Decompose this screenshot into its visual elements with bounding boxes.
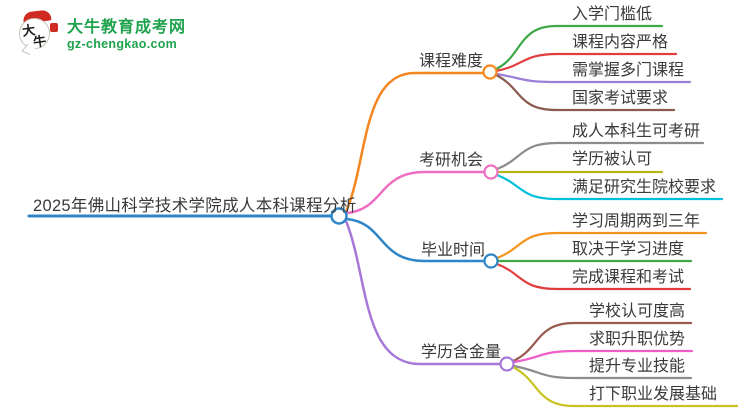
leaf-label[interactable]: 完成课程和考试	[572, 269, 685, 286]
connector-course-difficulty	[344, 71, 486, 214]
leaf-underline	[494, 73, 676, 112]
branch-label-postgrad-opportunity[interactable]: 考研机会	[419, 152, 484, 169]
branch-label-graduation-time[interactable]: 毕业时间	[421, 242, 486, 259]
leaf-underline	[494, 52, 678, 73]
leaf-label[interactable]: 需掌握多门课程	[572, 62, 685, 79]
leaf-underline	[494, 24, 664, 71]
branch-node-handle-postgrad-opportunity[interactable]	[483, 164, 499, 180]
site-logo[interactable]: 大 牛 大牛教育成考网 gz-chengkao.com	[18, 9, 187, 58]
leaf-underline	[512, 364, 693, 380]
leaf-label[interactable]: 打下职业发展基础	[589, 386, 718, 403]
leaf-label[interactable]: 国家考试要求	[572, 90, 669, 107]
leaf-label[interactable]: 提升专业技能	[589, 358, 686, 375]
logo-site-name: 大牛教育成考网	[67, 19, 187, 36]
logo-speech-bubble: 大 牛	[19, 18, 50, 50]
leaf-label[interactable]: 学历被认可	[572, 151, 653, 168]
leaf-label[interactable]: 取决于学习进度	[572, 241, 685, 258]
leaf-underline	[495, 72, 692, 84]
branch-label-degree-value[interactable]: 学历含金量	[421, 344, 502, 361]
leaf-label[interactable]: 满足研究生院校要求	[572, 179, 717, 196]
leaf-label[interactable]: 学校认可度高	[589, 303, 686, 320]
leaf-underline	[495, 231, 708, 260]
connector-graduation-time	[345, 217, 486, 263]
branch-label-course-difficulty[interactable]: 课程难度	[419, 53, 484, 70]
connector-degree-value	[344, 219, 502, 366]
leaf-underline	[495, 141, 705, 171]
root-topic-label[interactable]: 2025年佛山科学技术学院成人本科课程分析	[33, 197, 357, 215]
leaf-label[interactable]: 学习周期两到三年	[572, 213, 701, 230]
leaf-underline	[512, 349, 694, 364]
leaf-label[interactable]: 求职升职优势	[589, 331, 686, 348]
branch-node-handle-course-difficulty[interactable]	[482, 64, 498, 80]
root-node-handle[interactable]	[330, 207, 348, 225]
logo-site-url: gz-chengkao.com	[67, 37, 178, 51]
leaf-underline	[511, 365, 739, 408]
branch-node-handle-degree-value[interactable]	[499, 356, 515, 372]
leaf-underline	[495, 262, 692, 291]
leaf-underline	[495, 173, 724, 201]
logo-bull-icon: 大 牛	[18, 9, 58, 58]
logo-red-seal	[50, 23, 58, 32]
leaf-label[interactable]: 课程内容严格	[572, 34, 669, 51]
leaf-label[interactable]: 成人本科生可考研	[572, 123, 701, 140]
connector-postgrad-opportunity	[345, 170, 486, 215]
leaf-label[interactable]: 入学门槛低	[572, 6, 653, 23]
leaf-underline	[511, 321, 693, 363]
branch-node-handle-graduation-time[interactable]	[483, 253, 499, 269]
